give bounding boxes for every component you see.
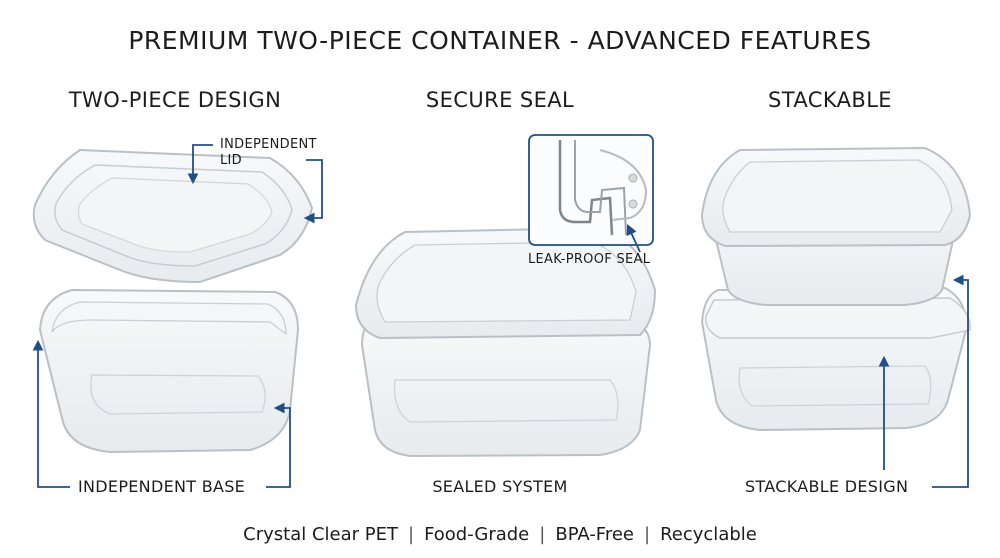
independent-lid-label: INDEPENDENT LID — [220, 137, 317, 169]
footer-item-clear-pet: Crystal Clear PET — [243, 524, 398, 545]
stackable-design-label: STACKABLE DESIGN — [745, 477, 909, 496]
independent-lid-label-line1: INDEPENDENT — [220, 137, 317, 152]
footer-item-recyclable: Recyclable — [660, 524, 757, 545]
base-callout-arrow — [32, 339, 291, 488]
stacked-containers-image — [700, 146, 972, 432]
footer-item-bpa-free: BPA-Free — [555, 524, 635, 545]
section-heading-secure-seal: SECURE SEAL — [425, 88, 575, 112]
stackable-callout-arrow — [878, 274, 969, 488]
page-title: PREMIUM TWO-PIECE CONTAINER - ADVANCED F… — [128, 26, 872, 55]
sealed-container-image — [354, 226, 657, 458]
footer-separator: | — [539, 524, 546, 545]
footer-features: Crystal Clear PET | Food-Grade | BPA-Free | Re… — [0, 524, 1000, 545]
seal-callout-arrow — [626, 224, 641, 253]
independent-lid-image — [32, 148, 314, 284]
lid-callout-arrow — [187, 144, 323, 224]
independent-base-label: INDEPENDENT BASE — [78, 477, 246, 496]
section-heading-two-piece: TWO-PIECE DESIGN — [68, 88, 282, 112]
seal-detail-inset — [528, 134, 654, 246]
leak-proof-seal-label: LEAK-PROOF SEAL — [528, 252, 651, 267]
footer-separator: | — [644, 524, 651, 545]
independent-base-image — [38, 288, 300, 454]
footer-item-food-grade: Food-Grade — [424, 524, 530, 545]
section-heading-stackable: STACKABLE — [768, 88, 892, 112]
independent-lid-label-line2: LID — [220, 153, 242, 168]
footer-separator: | — [407, 524, 415, 545]
